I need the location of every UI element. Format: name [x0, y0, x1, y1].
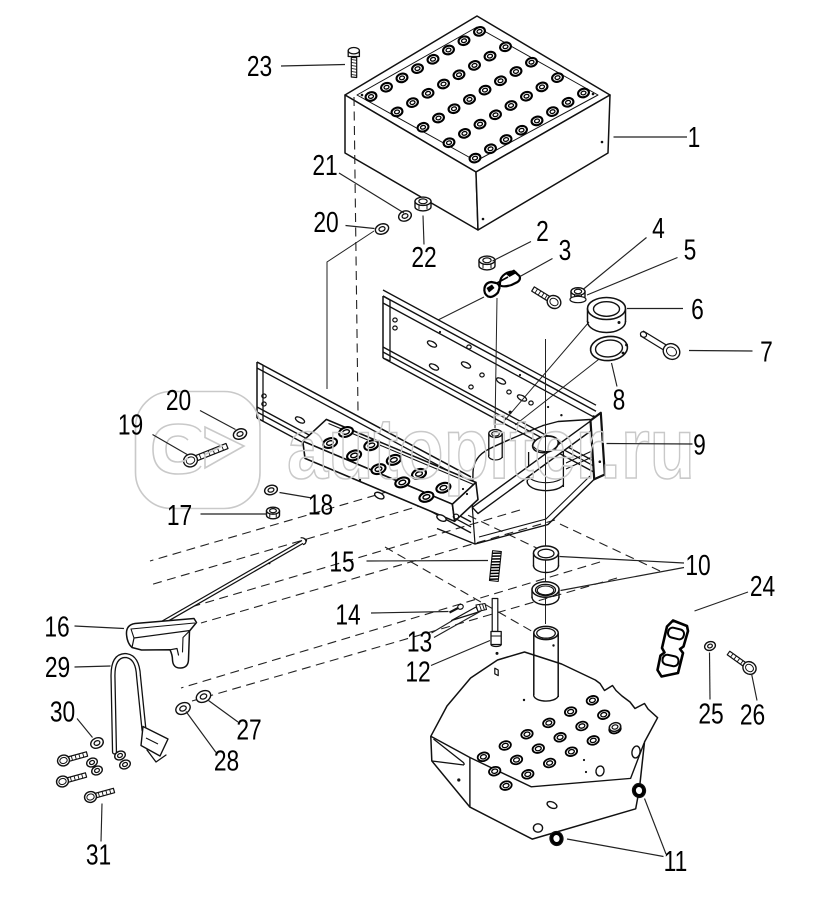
svg-text:1: 1: [688, 123, 701, 154]
svg-text:4: 4: [652, 214, 665, 245]
svg-text:15: 15: [329, 547, 354, 578]
svg-text:12: 12: [405, 657, 430, 688]
svg-text:13: 13: [407, 627, 432, 658]
svg-text:27: 27: [236, 715, 261, 746]
svg-text:21: 21: [312, 151, 337, 182]
svg-text:29: 29: [45, 653, 70, 684]
svg-text:19: 19: [118, 410, 143, 441]
svg-text:20: 20: [166, 386, 191, 417]
svg-text:10: 10: [685, 551, 710, 582]
svg-text:17: 17: [167, 501, 192, 532]
svg-text:18: 18: [308, 490, 333, 521]
svg-text:26: 26: [740, 700, 765, 731]
svg-text:5: 5: [684, 235, 697, 266]
svg-text:autopiter.ru: autopiter.ru: [287, 401, 695, 497]
svg-text:14: 14: [335, 600, 360, 631]
svg-text:8: 8: [613, 385, 626, 416]
svg-text:22: 22: [411, 243, 436, 274]
svg-text:6: 6: [691, 295, 704, 326]
svg-text:31: 31: [86, 840, 111, 871]
svg-text:2: 2: [536, 217, 549, 248]
svg-text:9: 9: [693, 430, 706, 461]
svg-text:23: 23: [247, 52, 272, 83]
svg-text:7: 7: [760, 337, 773, 368]
svg-text:16: 16: [44, 612, 69, 643]
svg-text:20: 20: [313, 208, 338, 239]
svg-text:24: 24: [750, 572, 775, 603]
svg-text:3: 3: [559, 236, 572, 267]
svg-text:11: 11: [664, 847, 688, 878]
svg-text:25: 25: [698, 699, 723, 730]
svg-text:30: 30: [50, 697, 75, 728]
svg-text:28: 28: [214, 746, 239, 777]
